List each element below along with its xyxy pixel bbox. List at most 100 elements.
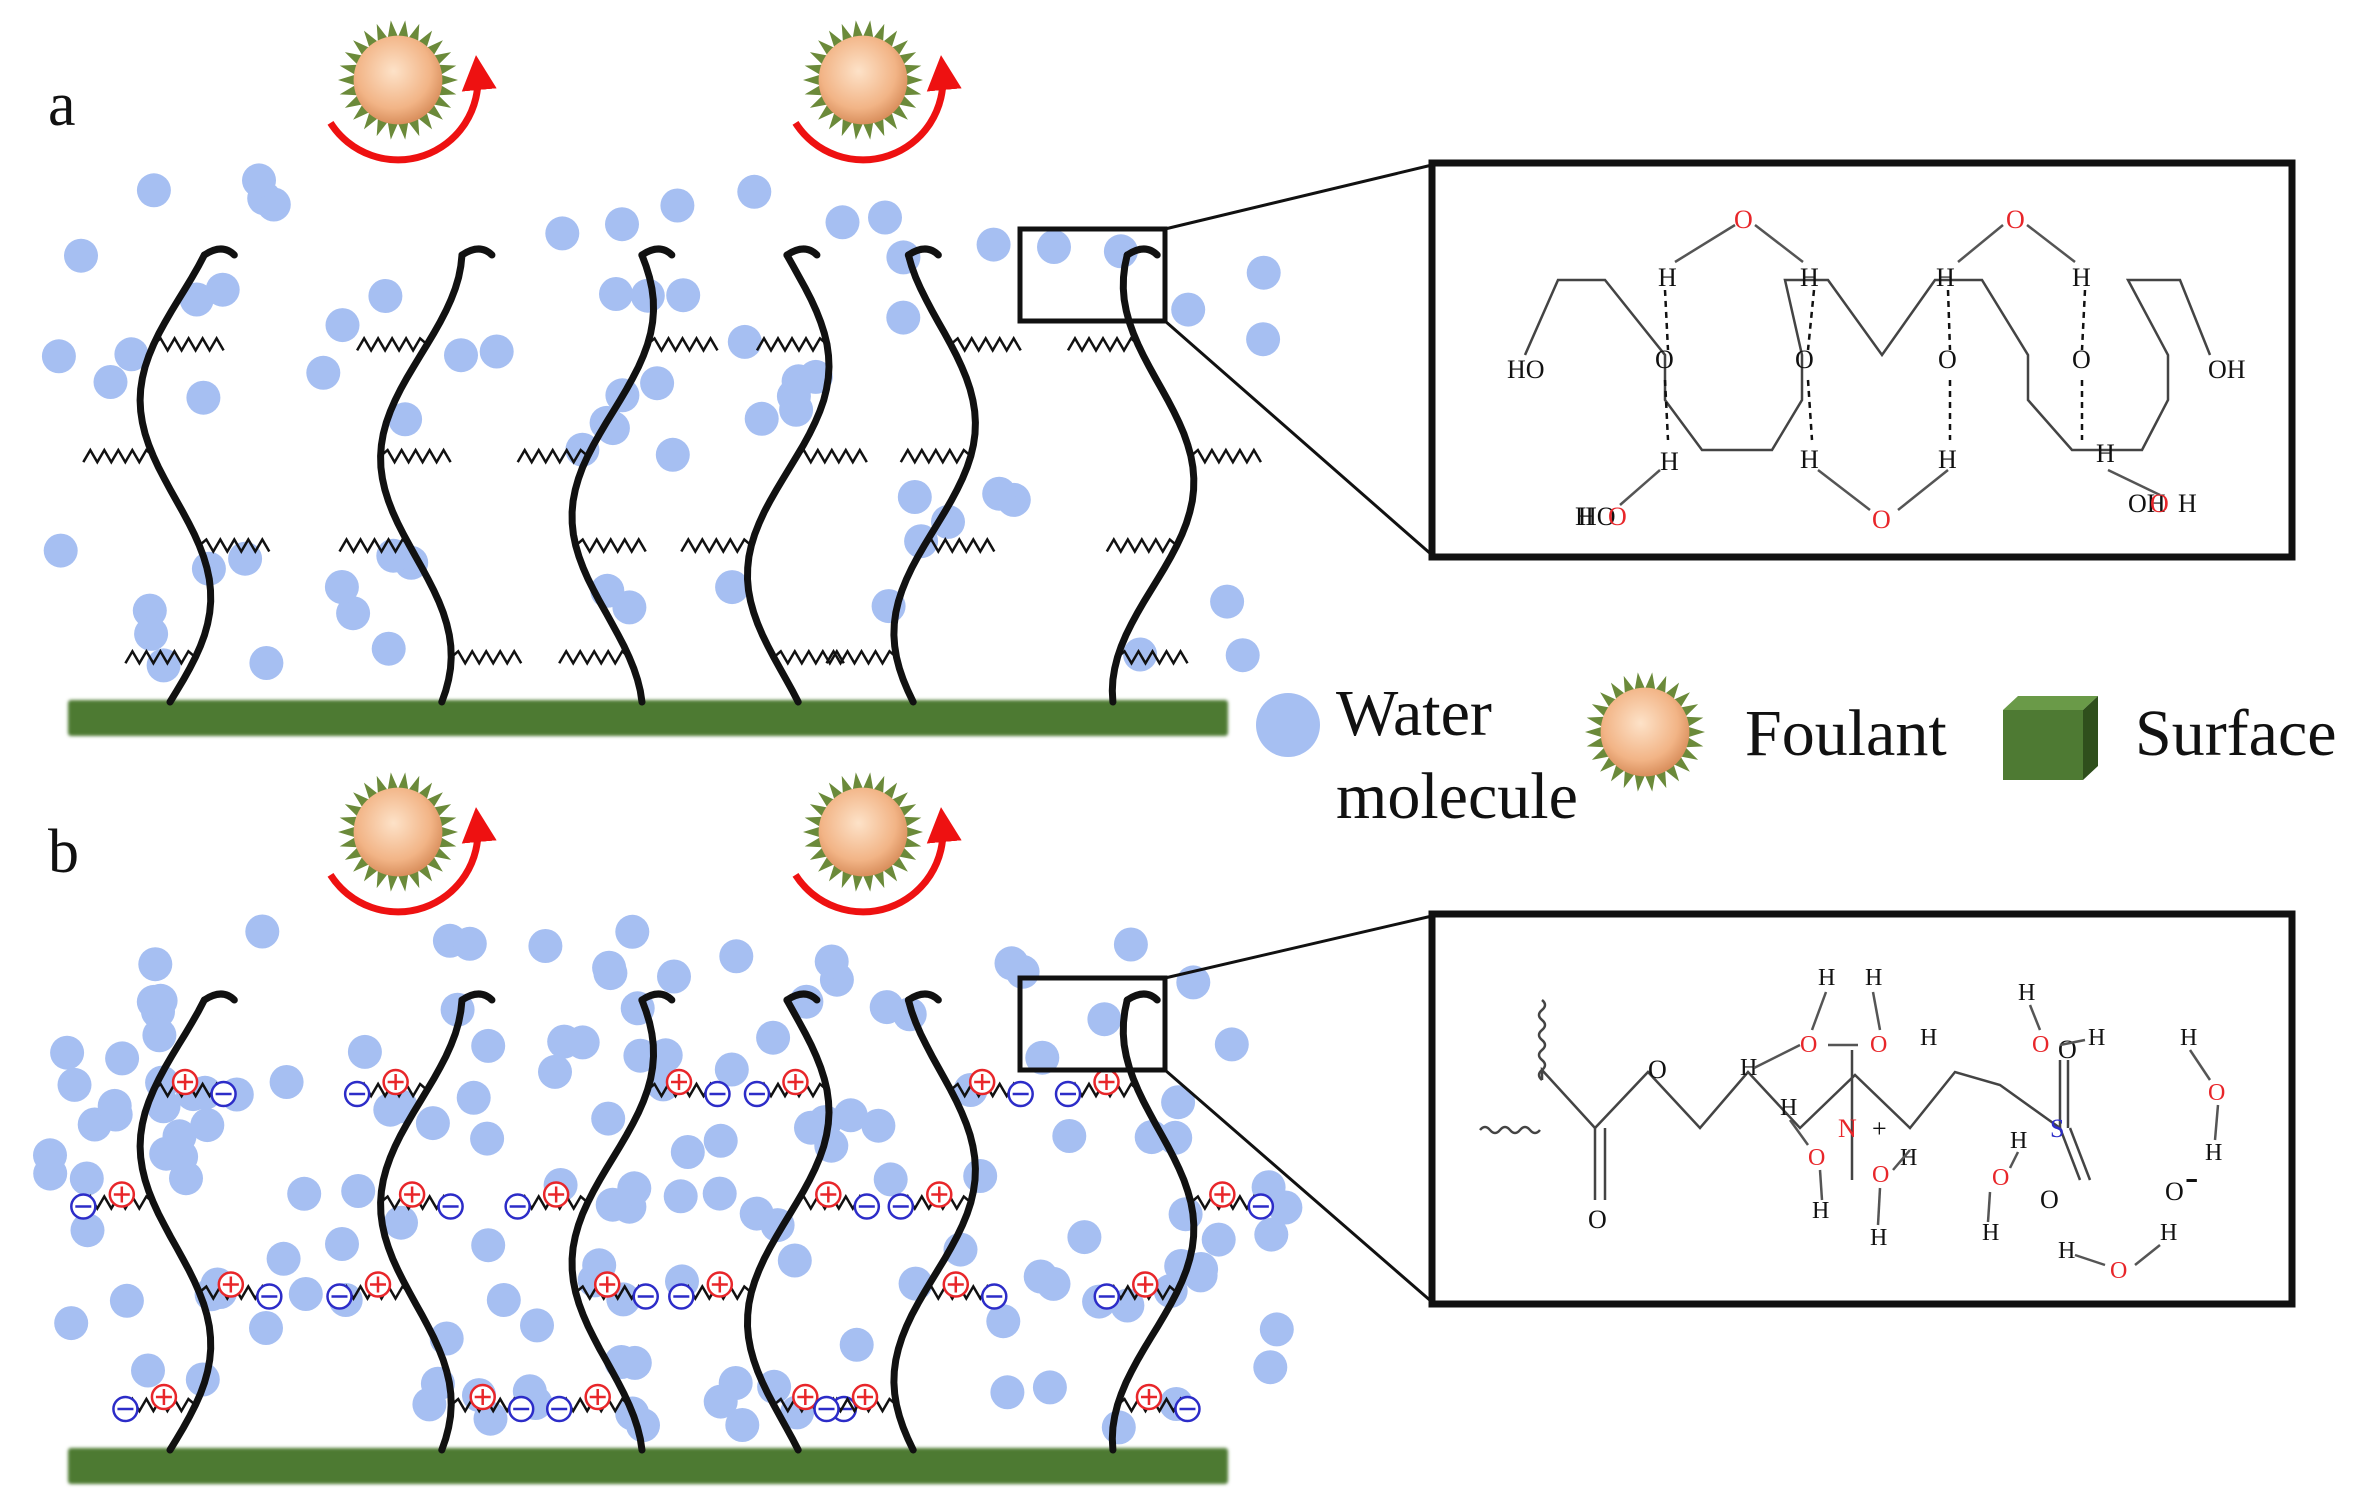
side-chain	[338, 537, 411, 554]
water-molecule	[599, 277, 633, 311]
water-molecule	[595, 1187, 630, 1222]
legend-water-line1: Water	[1336, 677, 1492, 750]
svg-text:OH: OH	[2208, 355, 2246, 384]
water-molecule	[528, 929, 563, 963]
water-molecule	[190, 1108, 225, 1143]
water-molecule	[861, 1108, 896, 1143]
water-molecule	[138, 947, 173, 982]
cation-group	[1135, 1383, 1163, 1411]
surface-icon	[2003, 696, 2098, 780]
water-molecule	[814, 944, 849, 979]
cation-group	[217, 1271, 245, 1298]
anion-group	[70, 1193, 97, 1220]
water-molecule	[43, 533, 78, 568]
side-chain	[795, 447, 868, 465]
water-molecule	[142, 1018, 177, 1053]
water-molecule	[565, 1025, 600, 1060]
svg-text:H: H	[1575, 502, 1594, 531]
legend: Water molecule Foulant Surface	[1256, 672, 2337, 833]
water-molecule	[336, 596, 371, 631]
water-molecule	[1052, 1119, 1087, 1153]
polymer-chain	[1054, 990, 1275, 1454]
cation-group	[942, 1271, 970, 1298]
side-chain	[450, 648, 523, 666]
water-molecule	[341, 1174, 376, 1208]
surfaces	[68, 700, 1228, 1484]
svg-text:H: H	[1660, 447, 1679, 476]
rotation-arrow	[327, 807, 497, 916]
side-chain	[574, 537, 647, 554]
foulant-legend	[1585, 672, 1705, 792]
svg-text:H: H	[1800, 263, 1819, 292]
svg-text:O: O	[1800, 1032, 1817, 1058]
water-molecule	[1032, 1370, 1067, 1405]
water-molecule	[1214, 1027, 1249, 1062]
water-molecule	[593, 956, 628, 991]
callout-b	[1017, 910, 2296, 1308]
polymer-chain	[338, 245, 523, 706]
water-molecule	[1246, 255, 1281, 290]
foulant	[338, 20, 458, 140]
water-molecule	[470, 1121, 505, 1156]
cation-group	[150, 1383, 178, 1411]
water-molecule	[1253, 1350, 1288, 1385]
side-chain	[899, 447, 972, 465]
water-molecule	[520, 1308, 554, 1343]
water-molecule	[612, 590, 647, 625]
water-molecule	[384, 1205, 418, 1240]
water-molecule	[545, 216, 580, 251]
water-molecule	[873, 1162, 908, 1197]
svg-text:O: O	[1870, 1032, 1887, 1058]
svg-text:O: O	[1872, 1162, 1889, 1188]
water-molecule	[1023, 1259, 1058, 1294]
side-chain	[680, 537, 753, 554]
polymer-chain	[504, 990, 731, 1454]
svg-text:O: O	[1734, 205, 1753, 234]
side-chain	[1105, 537, 1178, 554]
svg-text:O: O	[2110, 1258, 2127, 1284]
zwitterionic-brushes-panel-b	[70, 990, 1275, 1454]
water-molecule	[471, 1028, 506, 1063]
zoom-box-a	[1017, 226, 1168, 324]
cation-group	[171, 1068, 199, 1096]
water-molecule	[670, 1135, 705, 1169]
water-molecule	[205, 272, 240, 307]
anion-group	[853, 1193, 881, 1220]
water-molecule	[591, 1101, 626, 1136]
water-molecule	[136, 173, 171, 208]
water-molecule	[990, 1375, 1025, 1410]
side-chain	[1066, 335, 1139, 353]
water-molecule	[666, 278, 701, 313]
svg-text:HO: HO	[1578, 502, 1616, 531]
side-chain	[379, 447, 452, 465]
polymer-chain	[516, 245, 719, 706]
cation-group	[851, 1383, 879, 1411]
water-molecule	[1087, 1002, 1122, 1037]
water-molecule	[931, 504, 965, 539]
svg-text:H: H	[2088, 1025, 2105, 1051]
svg-text:O: O	[2208, 1080, 2225, 1106]
water-molecule	[452, 926, 487, 961]
water-molecule	[186, 380, 221, 415]
rotation-arrow	[792, 807, 962, 916]
svg-text:H: H	[1982, 1220, 1999, 1246]
water-molecule	[245, 914, 280, 949]
foulant	[338, 772, 458, 892]
cation-group	[706, 1271, 734, 1298]
cation-group	[968, 1068, 996, 1096]
polymer-chain	[326, 990, 535, 1454]
svg-text:O: O	[1992, 1165, 2009, 1191]
water-molecule	[756, 1020, 791, 1055]
cation-group	[782, 1068, 809, 1096]
water-molecule	[982, 476, 1017, 511]
svg-text:O: O	[1588, 1205, 1607, 1234]
panel-b-label: b	[48, 818, 79, 886]
side-chain	[558, 648, 631, 666]
svg-text:O: O	[2058, 1035, 2077, 1064]
cation-group	[584, 1383, 611, 1411]
svg-text:O: O	[1648, 1055, 1667, 1084]
svg-text:H: H	[2010, 1128, 2027, 1154]
water-molecule	[388, 402, 423, 437]
